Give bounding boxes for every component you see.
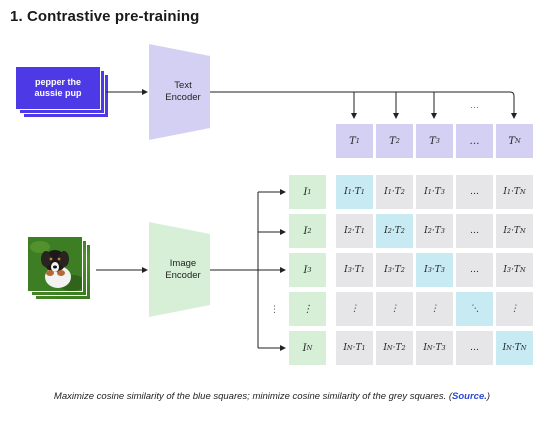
puppy-icon <box>28 237 82 291</box>
caption-source-paren-open: ( <box>448 391 453 402</box>
text-output-line <box>210 91 517 119</box>
matrix-cell-4-5: ⋮ <box>496 292 533 326</box>
matrix-cell-4-1: ⋮ <box>336 292 373 326</box>
image-input-stack <box>27 236 93 302</box>
image-encoder-label: Image Encoder <box>165 258 201 281</box>
source-link[interactable]: Source. <box>452 391 487 402</box>
matrix-cell-5-4: … <box>456 331 493 365</box>
matrix-cell-2-4: … <box>456 214 493 248</box>
matrix-cell-4-4: ⋱ <box>456 292 493 326</box>
matrix-cell-1-4: … <box>456 175 493 209</box>
matrix-cell-4-2: ⋮ <box>376 292 413 326</box>
text-encoder-shape <box>149 44 210 140</box>
text-token-4: … <box>456 124 493 158</box>
puppy-photo <box>27 236 83 292</box>
text-branch-ellipsis: … <box>470 100 479 110</box>
text-input-stack: pepper the aussie pup <box>15 66 113 118</box>
image-branch-ellipsis: ⋮ <box>270 304 279 314</box>
image-token-4: ⋮ <box>289 292 326 326</box>
caption: Maximize cosine similarity of the blue s… <box>0 391 544 402</box>
text-input-card: pepper the aussie pup <box>15 66 101 110</box>
diagram-title: 1. Contrastive pre-training <box>10 8 200 25</box>
text-input-label: pepper the aussie pup <box>34 77 82 98</box>
matrix-cell-4-3: ⋮ <box>416 292 453 326</box>
text-encoder-label: Text Encoder <box>165 80 201 103</box>
caption-text: Maximize cosine similarity of the blue s… <box>53 391 447 402</box>
matrix-cell-3-4: … <box>456 253 493 287</box>
caption-source-paren-close: ) <box>486 391 491 402</box>
image-encoder-shape <box>149 222 210 317</box>
